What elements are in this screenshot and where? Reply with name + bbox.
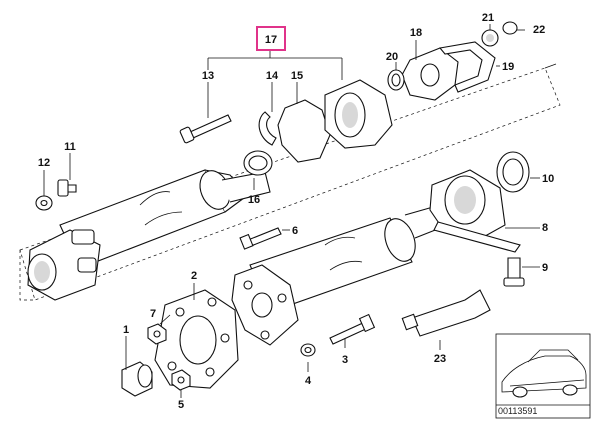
callout-9: 9 bbox=[542, 262, 548, 274]
leader-lines bbox=[43, 24, 540, 398]
callout-1: 1 bbox=[123, 324, 129, 336]
callout-19: 19 bbox=[502, 61, 514, 73]
flange-17 bbox=[324, 79, 393, 149]
nut-5 bbox=[171, 369, 191, 391]
washer-12 bbox=[35, 195, 53, 211]
callout-18: 18 bbox=[410, 27, 422, 39]
callout-16: 16 bbox=[248, 194, 260, 206]
bolt-11 bbox=[57, 179, 77, 197]
callout-17: 17 bbox=[265, 34, 277, 46]
callout-3: 3 bbox=[342, 354, 348, 366]
callout-7: 7 bbox=[150, 308, 156, 320]
bolt-3 bbox=[329, 313, 376, 345]
bolt-6 bbox=[239, 227, 282, 250]
bolt-13 bbox=[179, 114, 232, 144]
centering-sleeve bbox=[121, 361, 153, 397]
callout-23: 23 bbox=[434, 353, 446, 365]
callout-4: 4 bbox=[305, 375, 312, 387]
center-bearing bbox=[429, 169, 521, 253]
nut-21 bbox=[481, 29, 499, 47]
callout-13: 13 bbox=[202, 70, 214, 82]
gasket-15 bbox=[277, 99, 331, 163]
callout-12: 12 bbox=[38, 157, 50, 169]
diagram-id-label: 00113591 bbox=[498, 406, 538, 416]
coupling-18 bbox=[401, 47, 459, 101]
callout-15: 15 bbox=[291, 70, 303, 82]
callout-11: 11 bbox=[64, 141, 76, 153]
highlight-box bbox=[256, 26, 286, 51]
callout-10: 10 bbox=[542, 173, 554, 185]
callout-8: 8 bbox=[542, 222, 548, 234]
ring-20 bbox=[387, 69, 405, 91]
circlip-14 bbox=[258, 111, 277, 146]
vehicle-thumbnail bbox=[495, 333, 591, 419]
clip-22 bbox=[502, 21, 518, 35]
washer-4 bbox=[300, 343, 316, 357]
callout-20: 20 bbox=[386, 51, 398, 63]
callout-21: 21 bbox=[482, 12, 494, 24]
bolt-9 bbox=[503, 257, 525, 287]
callout-14: 14 bbox=[266, 70, 279, 82]
nut-7 bbox=[147, 323, 167, 345]
dust-ring-10 bbox=[496, 151, 530, 193]
assembly-frame bbox=[19, 63, 561, 301]
callout-2: 2 bbox=[191, 270, 197, 282]
callout-labels: 17 13 14 15 16 11 12 18 20 21 22 19 10 8… bbox=[38, 12, 554, 411]
grease-tube bbox=[401, 289, 491, 337]
callout-22: 22 bbox=[533, 24, 545, 36]
clamp-16 bbox=[243, 150, 273, 176]
callout-6: 6 bbox=[292, 225, 298, 237]
front-propeller-shaft bbox=[27, 169, 271, 301]
flex-disc bbox=[154, 289, 239, 389]
rear-shaft-flange bbox=[231, 264, 299, 346]
ring-19 bbox=[438, 41, 496, 93]
callout-5: 5 bbox=[178, 399, 184, 411]
